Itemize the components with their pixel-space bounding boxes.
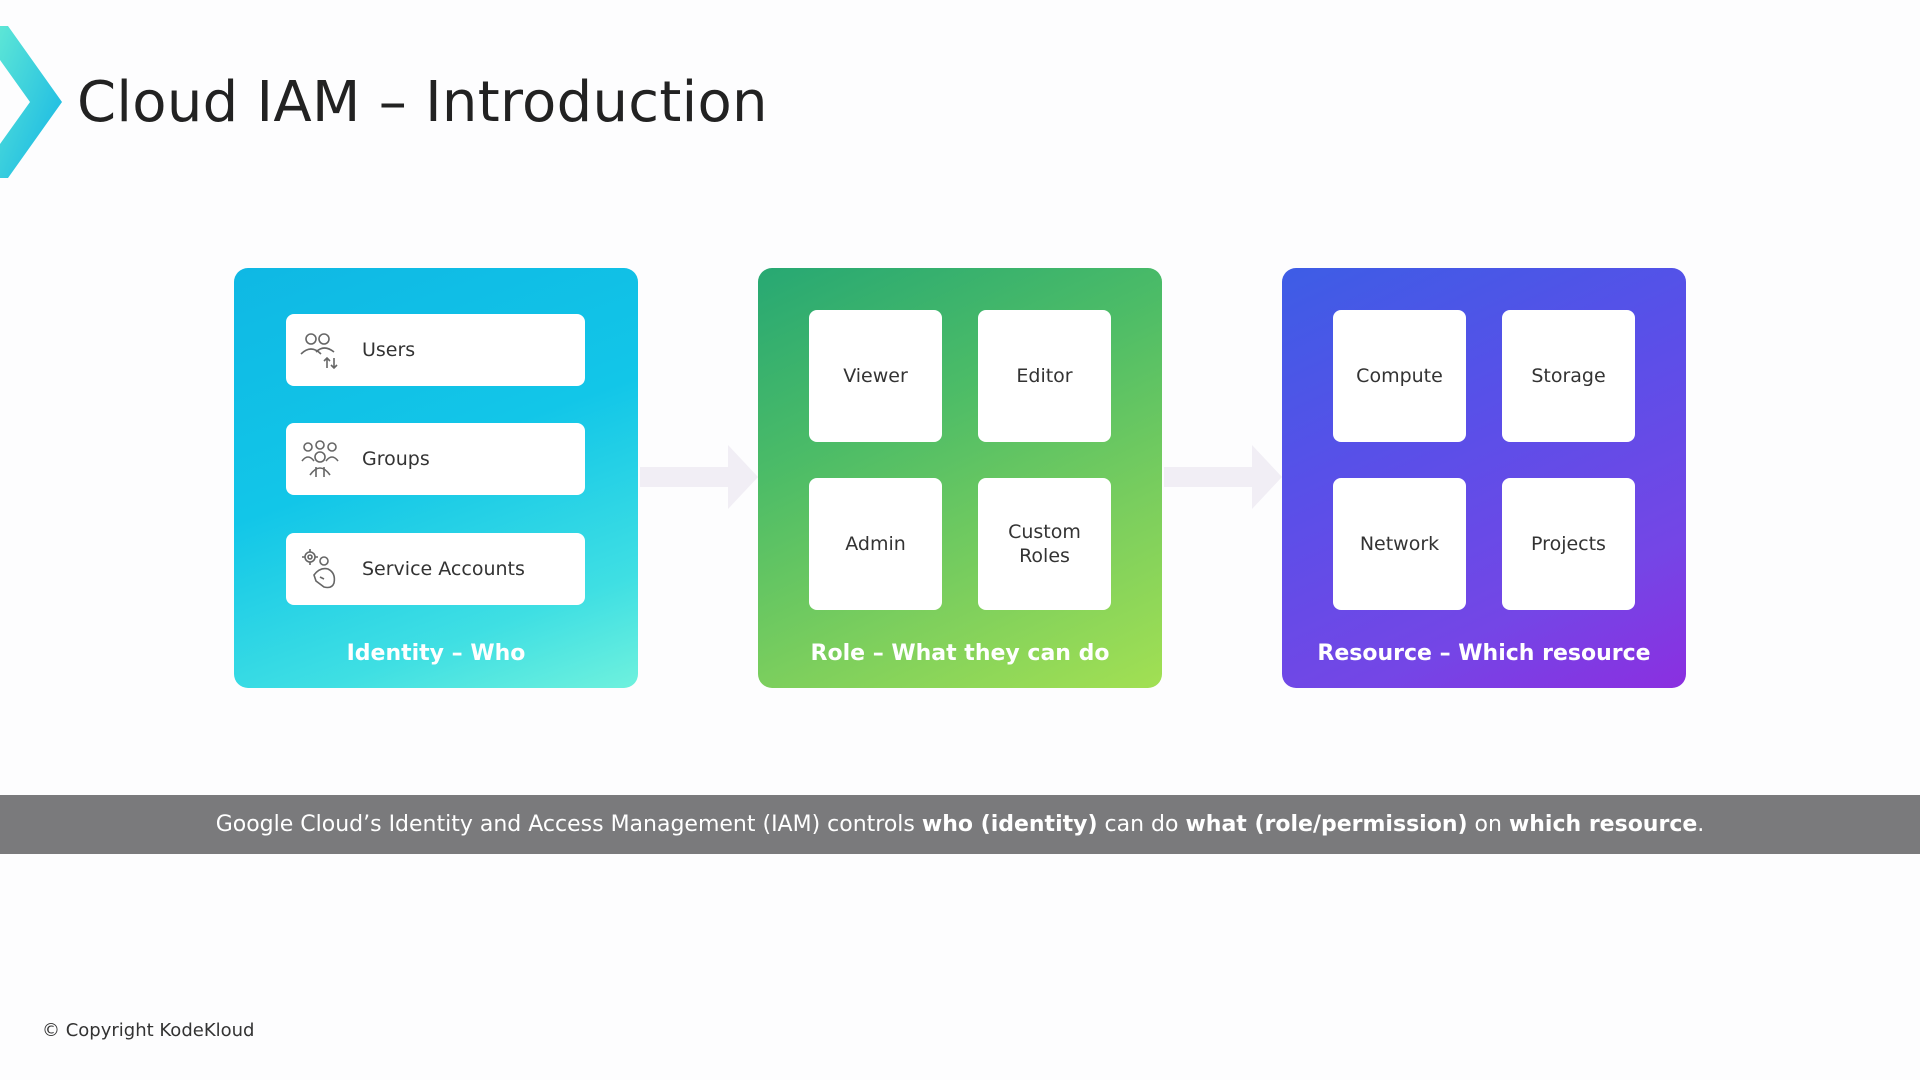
- role-tile-viewer: Viewer: [809, 310, 942, 442]
- identity-item-label: Service Accounts: [362, 558, 525, 580]
- banner-bold-who: who (identity): [921, 812, 1098, 837]
- resource-tile-network: Network: [1333, 478, 1466, 610]
- resource-tile-storage: Storage: [1502, 310, 1635, 442]
- banner-bold-resource: which resource: [1508, 812, 1698, 837]
- identity-item-groups: Groups: [286, 423, 585, 495]
- banner-text-part: Google Cloud’s Identity and Access Manag…: [215, 812, 922, 837]
- arrow-role-to-resource-icon: [1164, 445, 1282, 509]
- banner-text: Google Cloud’s Identity and Access Manag…: [216, 812, 1705, 837]
- role-panel-label: Role – What they can do: [810, 641, 1110, 666]
- role-tile-admin: Admin: [809, 478, 942, 610]
- role-tile-editor: Editor: [978, 310, 1111, 442]
- role-panel: Viewer Editor Admin Custom Roles Role – …: [758, 268, 1162, 688]
- service-accounts-icon: [302, 549, 336, 589]
- identity-item-service-accounts: Service Accounts: [286, 533, 585, 605]
- identity-panel: Users Groups Service Accounts Identity –…: [234, 268, 638, 688]
- identity-item-label: Groups: [362, 448, 430, 470]
- banner-text-part: can do: [1097, 812, 1186, 837]
- groups-icon: [301, 440, 339, 477]
- copyright-notice: © Copyright KodeKloud: [42, 1020, 255, 1041]
- banner-bold-what: what (role/permission): [1185, 812, 1468, 837]
- page-title: Cloud IAM – Introduction: [77, 70, 768, 135]
- role-tile-custom-roles: Custom Roles: [978, 478, 1111, 610]
- resource-tile-compute: Compute: [1333, 310, 1466, 442]
- resource-panel-label: Resource – Which resource: [1317, 641, 1651, 666]
- resource-panel: Compute Storage Network Projects Resourc…: [1282, 268, 1686, 688]
- identity-item-users: Users: [286, 314, 585, 386]
- users-icon: [300, 333, 338, 370]
- identity-item-label: Users: [362, 339, 416, 361]
- resource-tile-projects: Projects: [1502, 478, 1635, 610]
- arrow-identity-to-role-icon: [640, 445, 758, 509]
- banner-text-part: on: [1467, 812, 1509, 837]
- summary-banner: Google Cloud’s Identity and Access Manag…: [0, 795, 1920, 854]
- banner-text-part: .: [1697, 812, 1705, 837]
- identity-panel-label: Identity – Who: [346, 641, 526, 666]
- kodekloud-chevron-logo: [0, 26, 62, 178]
